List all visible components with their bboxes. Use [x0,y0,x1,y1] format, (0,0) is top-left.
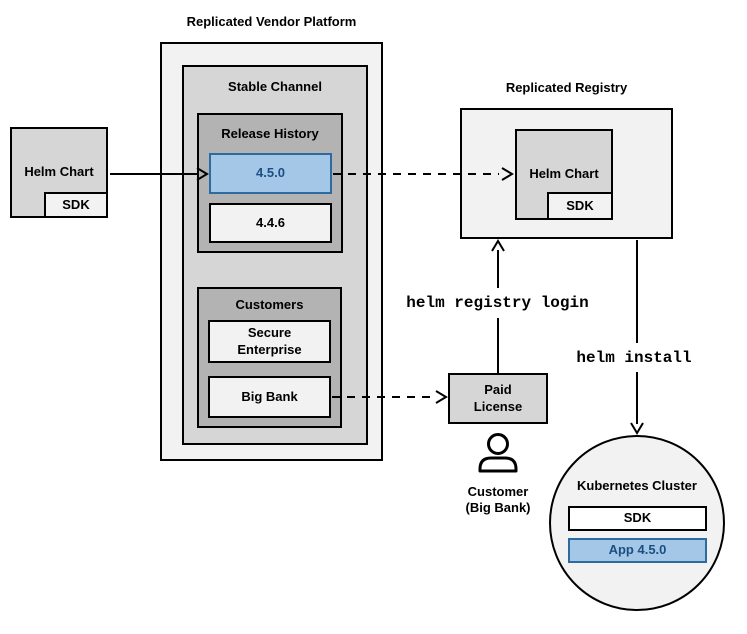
helm-chart-source-label: Helm Chart [24,164,94,180]
paid-license-box: Paid License [448,373,548,424]
helm-chart-source-sdk-label: SDK [62,196,90,212]
stable-channel-label: Stable Channel [228,79,322,94]
registry-helm-chart-label: Helm Chart [529,166,599,182]
customers-label: Customers [235,297,304,312]
kubernetes-app-label: App 4.5.0 [608,542,667,558]
release-446-version: 4.4.6 [256,214,285,230]
registry-helm-chart-sdk-label: SDK [566,197,594,213]
customer-secure-enterprise-label: Secure Enterprise [237,325,302,357]
kubernetes-app-box: App 4.5.0 [568,538,707,563]
registry-helm-chart-sdk-box: SDK [547,192,613,220]
registry-title: Replicated Registry [505,80,628,95]
helm-chart-source-sdk-box: SDK [44,192,108,218]
kubernetes-cluster-title: Kubernetes Cluster [577,478,697,493]
paid-license-label: Paid License [473,382,523,414]
arrow-registry-to-cluster [630,240,644,435]
customer-caption-line2: (Big Bank) [465,500,531,516]
release-450-version: 4.5.0 [256,165,285,181]
vendor-platform-title: Replicated Vendor Platform [186,14,357,29]
customer-person-icon [478,433,518,473]
kubernetes-sdk-box: SDK [568,506,707,531]
customer-caption: Customer (Big Bank) [438,484,558,517]
helm-registry-login-command: helm registry login [406,294,589,312]
customer-item-big-bank: Big Bank [208,376,331,418]
helm-install-command: helm install [576,349,692,367]
kubernetes-sdk-label: SDK [623,510,652,526]
release-item-446: 4.4.6 [209,203,332,243]
release-history-label: Release History [221,126,319,141]
customer-item-secure-enterprise: Secure Enterprise [208,320,331,363]
release-item-450: 4.5.0 [209,153,332,194]
customer-big-bank-label: Big Bank [241,388,298,404]
customer-caption-line1: Customer [467,484,529,499]
